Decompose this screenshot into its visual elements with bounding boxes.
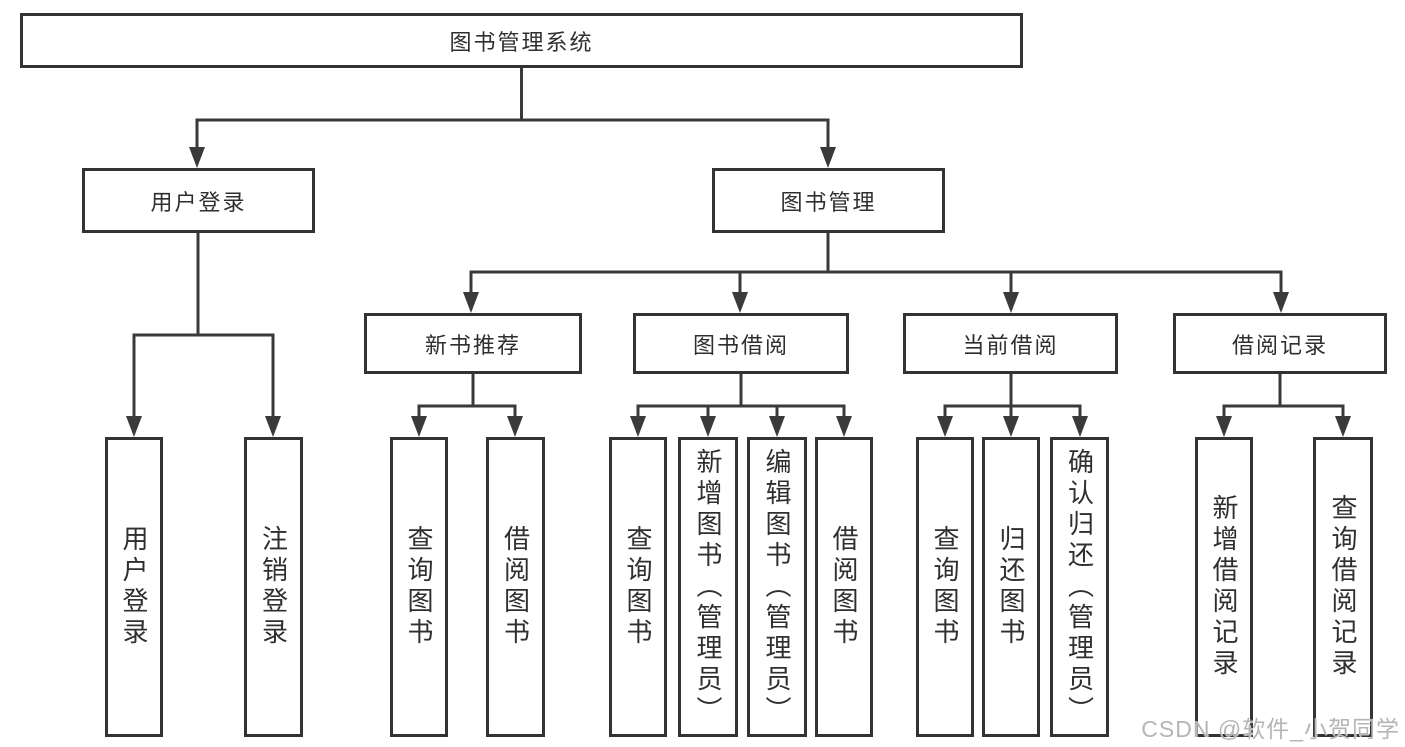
leaf-query-books: 查询图书 [609,437,667,737]
node-label: 新增图书（管理员） [693,447,723,727]
leaf-confirm-return-admin: 确认归还（管理员） [1050,437,1109,737]
leaf-add-book-admin: 新增图书（管理员） [678,437,738,737]
leaf-return-book: 归还图书 [982,437,1040,737]
node-label: 图书管理 [780,189,877,215]
leaf-borrow-books: 借阅图书 [815,437,873,737]
node-label: 注销登录 [258,525,289,649]
node-label: 查询图书 [930,525,960,649]
node-label: 用户登录 [150,189,247,215]
node-label: 借阅图书 [829,525,859,649]
node-label: 查询借阅记录 [1328,494,1358,680]
leaf-query-books: 查询图书 [390,437,448,737]
leaf-query-books: 查询图书 [916,437,974,737]
csdn-watermark: CSDN @软件_小贺同学 [1141,716,1400,742]
leaf-logout: 注销登录 [244,437,303,737]
node-label: 查询图书 [404,525,434,649]
node-label: 借阅记录 [1231,332,1328,358]
leaf-borrow-books: 借阅图书 [486,437,545,737]
node-label: 新书推荐 [424,332,521,358]
node-borrow-records: 借阅记录 [1173,313,1387,374]
node-label: 确认归还（管理员） [1064,447,1095,727]
leaf-add-borrow-record: 新增借阅记录 [1195,437,1253,737]
node-book-management: 图书管理 [712,168,945,233]
node-label: 图书借阅 [692,332,789,358]
node-current-borrow: 当前借阅 [903,313,1118,374]
node-label: 图书管理系统 [449,29,594,55]
node-label: 借阅图书 [500,525,531,649]
node-label: 查询图书 [623,525,653,649]
leaf-user-login: 用户登录 [105,437,163,737]
node-label: 编辑图书（管理员） [762,447,792,727]
node-label: 当前借阅 [962,332,1059,358]
node-new-book-recommend: 新书推荐 [364,313,582,374]
arrowheads [126,147,1351,437]
node-book-borrow: 图书借阅 [633,313,849,374]
leaf-query-borrow-record: 查询借阅记录 [1313,437,1373,737]
node-label: 新增借阅记录 [1209,494,1239,680]
node-label: 用户登录 [119,525,149,649]
node-user-login: 用户登录 [82,168,315,233]
node-label: 归还图书 [996,525,1026,649]
node-library-management-system: 图书管理系统 [20,13,1023,68]
leaf-edit-book-admin: 编辑图书（管理员） [747,437,807,737]
